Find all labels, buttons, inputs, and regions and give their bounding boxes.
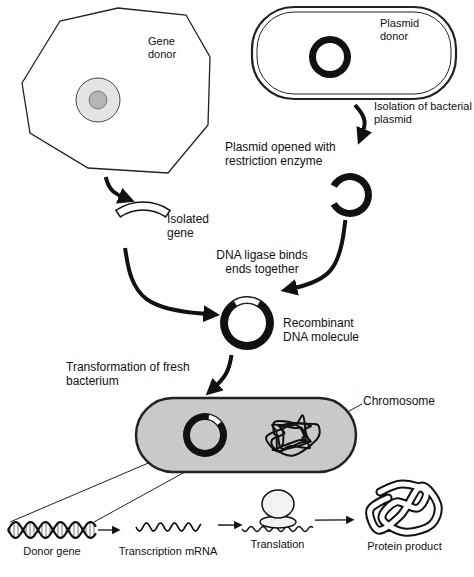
plasmid-ring [309, 36, 351, 78]
bacterium-cell [136, 398, 356, 472]
node-label: Protein product [352, 540, 457, 553]
base-pair [58, 523, 59, 537]
gene-fragment [116, 202, 170, 217]
node-label: Plasmid opened with restriction enzyme [225, 140, 360, 168]
base-pair [62, 522, 63, 537]
inserted-gene [233, 297, 260, 306]
node-label: Plasmid donor [380, 17, 430, 43]
donor-gene-helix: Donor gene [6, 515, 98, 565]
process-arrow [106, 177, 130, 200]
mrna-wave [136, 523, 201, 531]
dna-strand [8, 522, 96, 538]
base-pair [46, 522, 47, 538]
base-pair [18, 523, 19, 537]
mrna-strand: Transcription mRNA [118, 515, 218, 565]
node-label: Translation [240, 538, 315, 551]
chromosome-strand [273, 415, 309, 450]
process-arrow [125, 248, 215, 315]
nucleolus [89, 91, 107, 109]
dna-strand [8, 522, 96, 538]
node-label: Recombinant DNA molecule [283, 316, 368, 344]
plasmid-donor-bacterium-outline [250, 5, 460, 105]
base-pair [78, 523, 79, 537]
connector-group [98, 105, 365, 530]
base-pair [74, 522, 75, 537]
process-note: DNA ligase binds ends together [206, 248, 318, 276]
mrna-strand-outline [118, 515, 218, 565]
bacterium-membrane [257, 12, 451, 94]
ribosome: Translation [240, 488, 315, 558]
node-label: Chromosome [363, 394, 443, 408]
process-arrow [209, 355, 231, 392]
base-pair [14, 522, 15, 537]
base-pair [90, 522, 91, 538]
step-label: Transformation of fresh bacterium [66, 360, 191, 388]
bacterium-wall [252, 7, 456, 99]
chromosome-strand [273, 421, 306, 449]
process-arrow [355, 105, 365, 140]
cell-membrane [22, 8, 210, 173]
donor-gene-helix-outline [6, 515, 98, 565]
host-bacterium: Chromosome [135, 392, 445, 474]
plasmid-ring [183, 413, 227, 457]
base-pair [30, 522, 31, 538]
node-label: Gene donor [148, 35, 190, 61]
node-label: Transcription mRNA [118, 545, 218, 558]
plasmid-donor-bacterium: Plasmid donor [250, 5, 460, 105]
gene-donor-cell-outline [18, 5, 213, 177]
process-arrow [98, 529, 118, 530]
process-arrow [315, 519, 352, 521]
opened-plasmid-ring [331, 173, 372, 217]
cell-nucleus [76, 78, 120, 122]
step-label: Isolation of bacterial plasmid [374, 100, 472, 126]
node-label: Donor gene [6, 545, 98, 558]
process-arrow [218, 524, 240, 525]
recombinant-plasmid: Recombinant DNA molecule [215, 290, 365, 355]
inserted-gene [208, 414, 221, 425]
node-label: Isolated gene [167, 212, 227, 240]
protein-product: Protein product [352, 478, 457, 560]
opened-plasmid: Plasmid opened with restriction enzyme [225, 140, 370, 220]
large-subunit [262, 490, 294, 518]
chromosome-strand [271, 423, 319, 455]
plasmid-ring [220, 296, 274, 350]
gene-donor-cell: Gene donor [18, 5, 213, 177]
protein-chain-core [370, 484, 439, 532]
isolated-gene: Isolated gene [105, 200, 230, 248]
protein-chain-outline [370, 484, 439, 532]
